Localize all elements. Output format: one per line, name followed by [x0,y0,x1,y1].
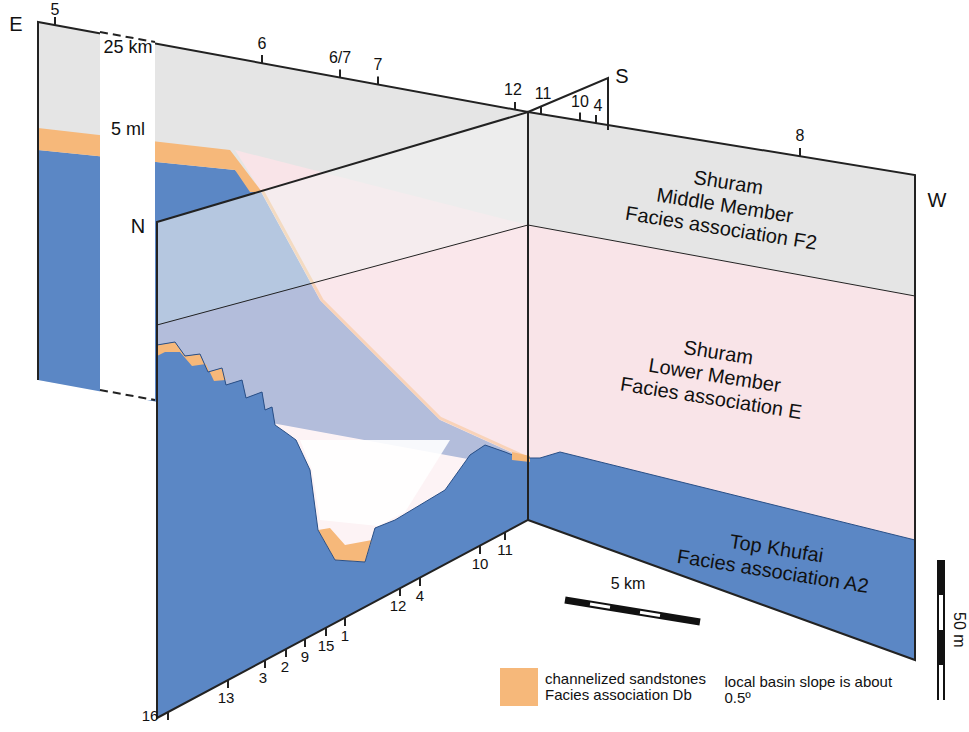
compass-label: W [928,189,947,211]
well-number: 1 [341,628,349,645]
tick-mark [540,106,542,114]
compass-label: E [9,13,22,35]
well-number: 6/7 [329,49,351,67]
well-number: 11 [535,85,552,103]
tick-mark [339,70,341,78]
tick-mark [304,639,306,647]
tick-mark [264,660,266,668]
scale-bar-5km [565,600,700,622]
legend-text: channelized sandstones Facies associatio… [545,671,713,704]
tick-mark [595,115,597,123]
well-number: 6 [258,35,267,53]
tick-mark [261,55,263,63]
tick-mark [504,532,506,540]
well-number: 10 [472,556,489,573]
well-number: 4 [594,97,603,115]
scale-label: 50 m [950,612,968,648]
well-number: 5 [51,1,60,19]
well-number: 3 [259,670,267,687]
distance-label: 25 km [103,38,152,58]
tick-mark [579,113,581,121]
well-number: 16 [142,708,159,725]
well-number: 7 [374,56,383,74]
tick-mark [514,102,516,110]
well-number: 13 [218,690,235,707]
tick-mark [377,77,379,85]
tick-mark [419,578,421,586]
well-number: 8 [796,127,805,145]
tick-mark [799,148,801,156]
well-number: 2 [281,659,289,676]
well-number: 12 [504,81,522,99]
scale-label: 5 km [611,575,646,593]
well-number: 10 [571,93,589,111]
well-number: 12 [390,598,407,615]
well-number: 9 [301,649,309,666]
scale-bar-50m [937,560,945,700]
compass-label: S [615,65,628,87]
tick-mark [285,649,287,657]
distance-label: 5 ml [111,120,145,140]
note: local basin slope is about 0.5º [725,674,900,707]
tick-mark [344,618,346,626]
well-number: 4 [416,588,424,605]
well-number: 15 [318,638,335,655]
legend-swatch [500,668,538,706]
tick-mark [227,680,229,688]
tick-mark [479,546,481,554]
tick-mark [167,712,169,720]
well-number: 11 [497,542,513,559]
tick-mark [399,588,401,596]
tick-mark [325,628,327,636]
compass-label: N [131,215,145,237]
